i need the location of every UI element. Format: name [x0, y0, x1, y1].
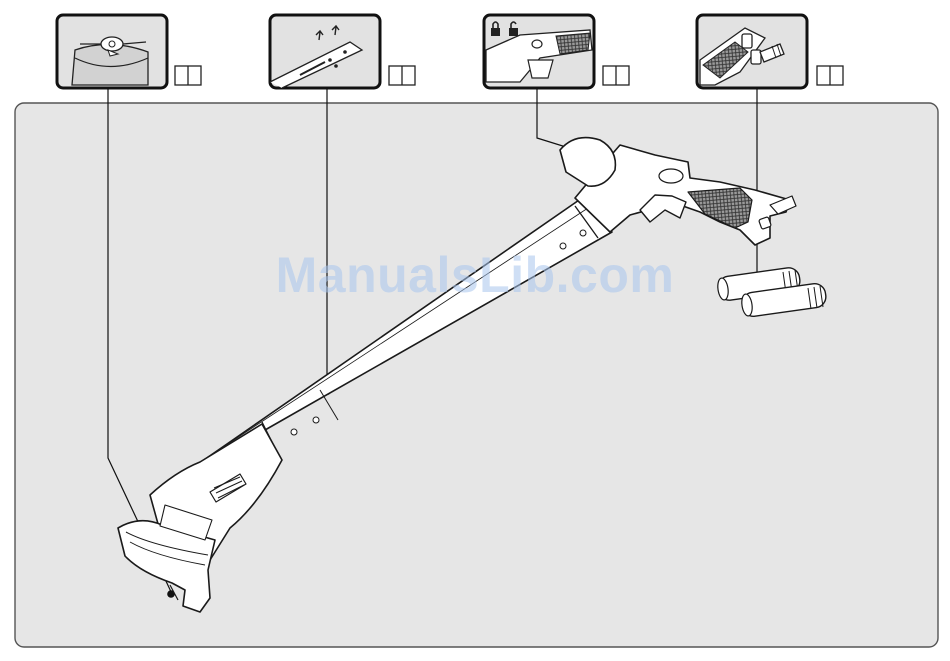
book-icon: [389, 66, 415, 85]
book-icon: [603, 66, 629, 85]
book-icon: [175, 66, 201, 85]
book-icon: [817, 66, 843, 85]
